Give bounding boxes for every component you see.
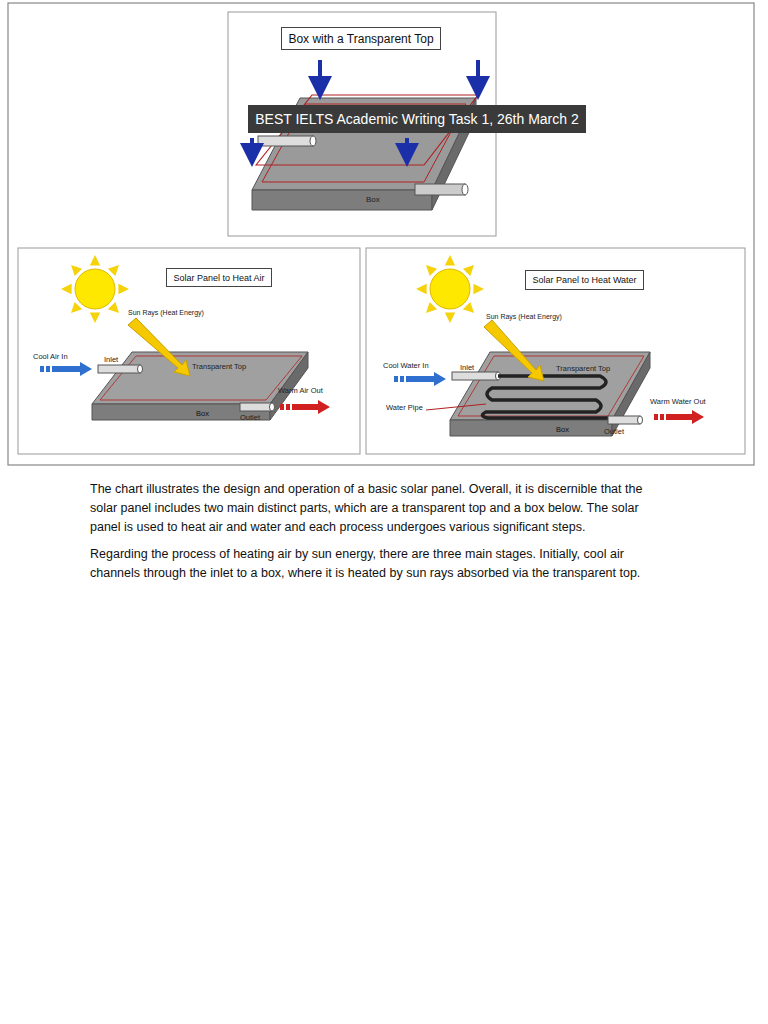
sun-ray [426,265,437,276]
sun-ray [445,312,455,323]
sun-ray [118,284,129,294]
title-box: Solar Panel to Heat Water [525,270,644,290]
title-text: Solar Panel to Heat Air [173,273,264,283]
sun-ray [426,302,437,313]
title-box: Box with a Transparent Top [281,27,441,50]
part-label: Inlet [460,363,474,372]
sun-ray [71,265,82,276]
part-label: Box [366,195,380,204]
tooltip-banner: BEST IELTS Academic Writing Task 1, 26th… [248,105,586,133]
flow-label: Warm Water Out [650,397,706,406]
part-label: Transparent Top [192,362,246,371]
outer-frame [8,3,754,465]
sun-ray [445,255,455,266]
part-label: Sun Rays (Heat Energy) [128,309,204,316]
sun-ray [61,284,72,294]
sun-ray [90,255,100,266]
sun-ray [90,312,100,323]
sun-ray [463,302,474,313]
part-label: Outlet [240,413,260,422]
part-label: Box [556,425,569,434]
flow-label: Warm Air Out [278,386,323,395]
sun-ray-arrow [128,318,190,376]
sun-ray [473,284,484,294]
water-panel [450,352,650,436]
sun-ray [463,265,474,276]
part-label: Transparent Top [556,364,610,373]
flow-label: Cool Water In [383,361,429,370]
sun-ray [108,265,119,276]
right-panel [366,248,745,454]
paragraph: Regarding the process of heating air by … [90,545,670,583]
water-pipe-leader [426,404,486,410]
title-text: Box with a Transparent Top [288,32,433,46]
sun-ray [108,302,119,313]
title-text: Solar Panel to Heat Water [532,275,636,285]
left-panel [18,248,360,454]
sun-ray-arrow [484,320,544,381]
part-label: Inlet [104,355,118,364]
sun [61,255,129,323]
part-label: Box [196,409,209,418]
title-text: BEST IELTS Academic Writing Task 1, 26th… [255,111,578,127]
air-arrows [40,362,330,414]
title-box: Solar Panel to Heat Air [166,268,272,287]
sun [416,255,484,323]
water-pipe [482,376,612,418]
part-label: Outlet [604,427,624,436]
part-label: Water Pipe [386,403,423,412]
flow-label: Cool Air In [33,352,68,361]
sun-ray [71,302,82,313]
paragraph: The chart illustrates the design and ope… [90,480,670,537]
sun-ray [416,284,427,294]
air-panel [92,352,308,420]
part-label: Sun Rays (Heat Energy) [486,313,562,320]
